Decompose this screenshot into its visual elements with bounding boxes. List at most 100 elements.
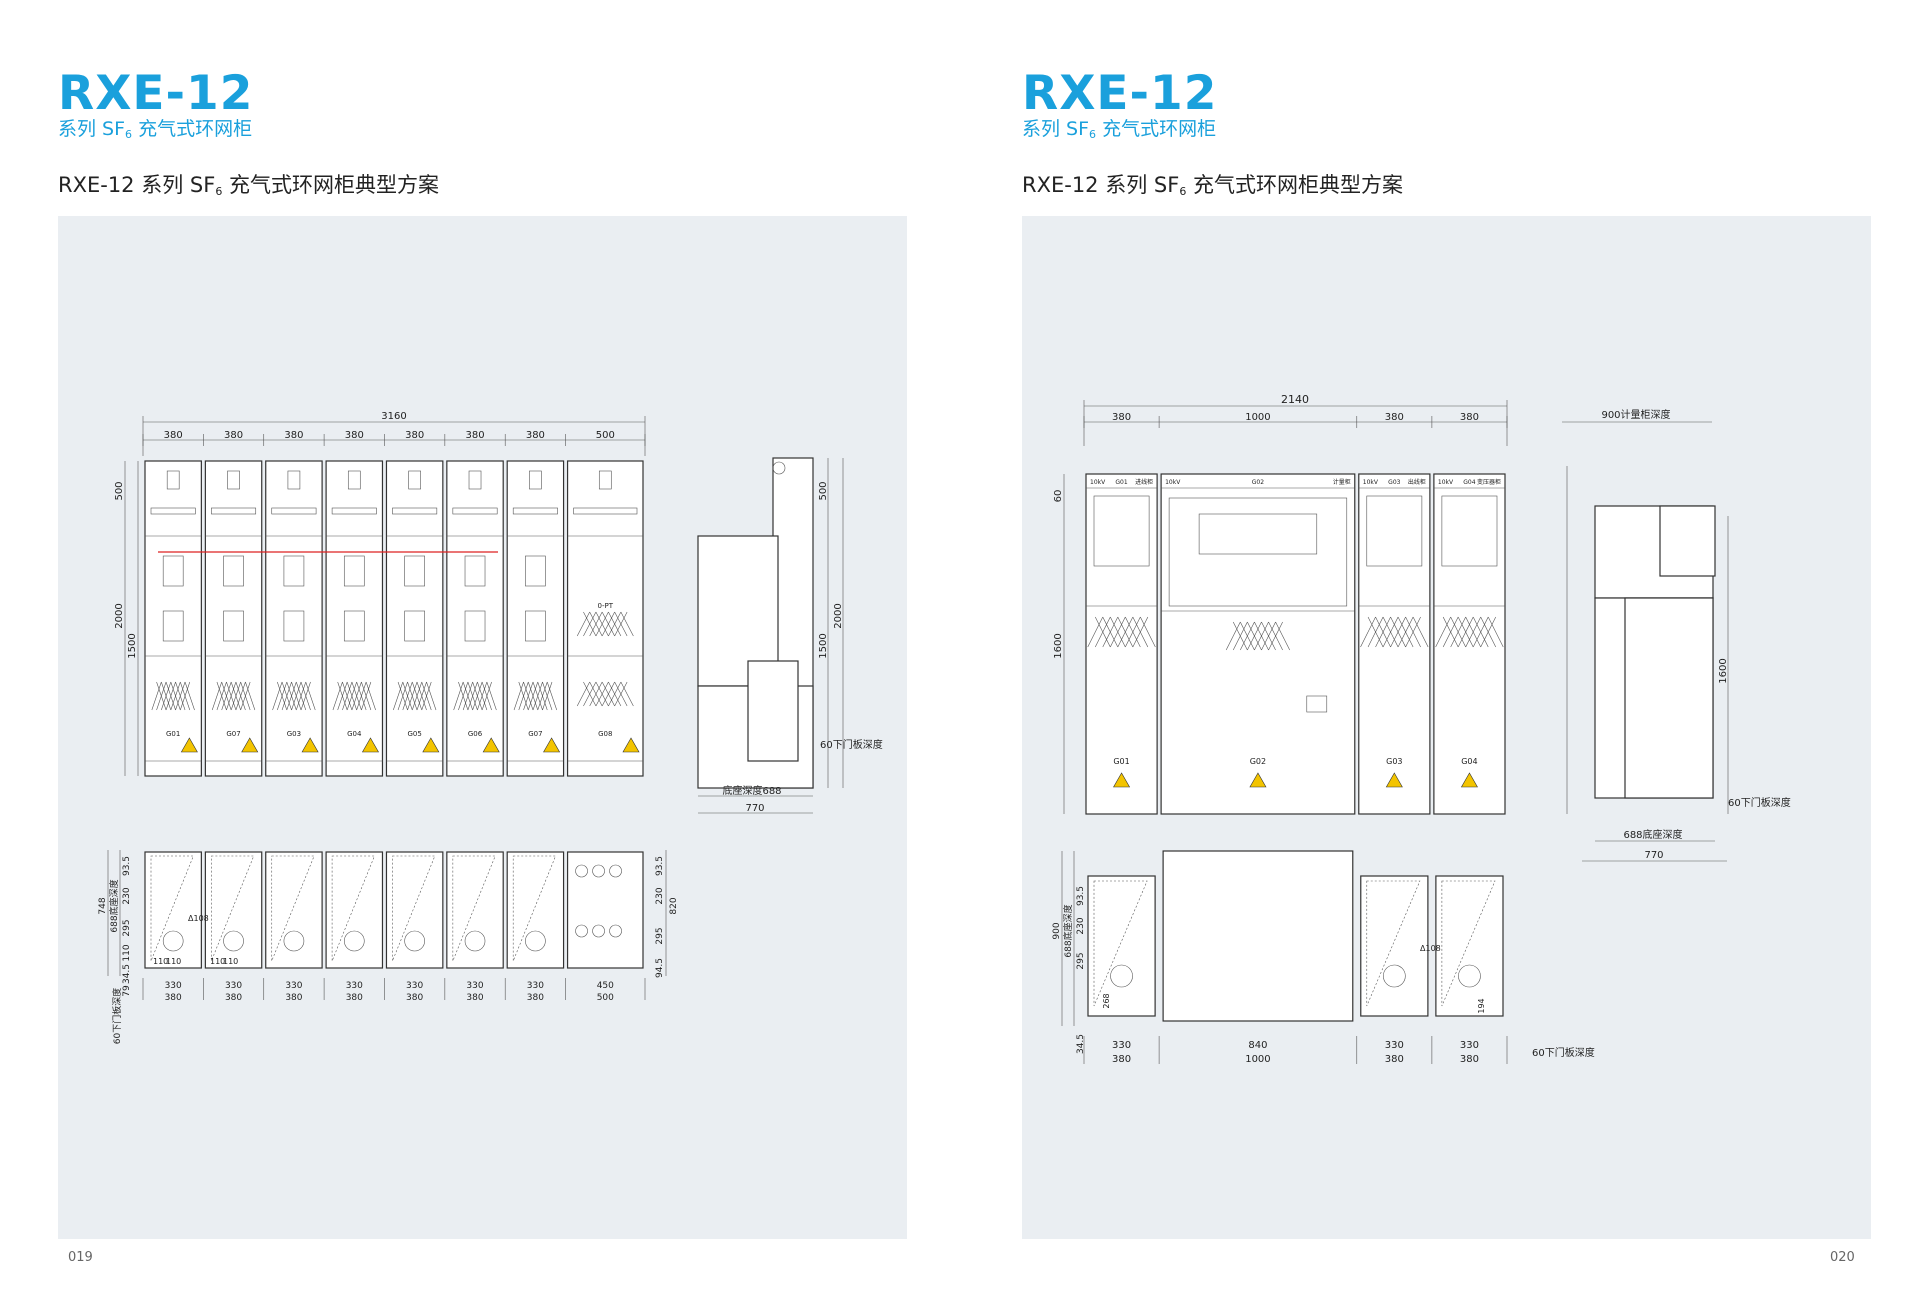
svg-text:底座深度688: 底座深度688 — [722, 784, 781, 797]
dim-plan-inner: 330 — [285, 981, 302, 991]
page-subtitle: 系列 SF6 充气式环网柜 — [58, 118, 253, 141]
hatched-area — [331, 855, 375, 962]
dim-plan-outer: 380 — [165, 993, 182, 1003]
bay-label: G01 — [1113, 757, 1129, 766]
svg-text:34.5: 34.5 — [1076, 1034, 1086, 1054]
page-left: RXE-12 系列 SF6 充气式环网柜 RXE-12 系列 SF6 充气式环网… — [58, 66, 907, 1265]
cabinet-bay: G07 — [506, 460, 565, 777]
svg-text:60下门板深度: 60下门板深度 — [111, 988, 123, 1044]
warning-icon — [482, 737, 500, 753]
dim-bay-width: 380 — [284, 430, 303, 441]
dim-bay-width: 380 — [345, 430, 364, 441]
cabinet-bay: G05 — [385, 460, 444, 777]
svg-text:295: 295 — [655, 927, 665, 944]
bay-header-voltage: 10kV — [1438, 479, 1454, 486]
dim-bay-width: 380 — [526, 430, 545, 441]
vent-grille — [576, 611, 634, 637]
bay-label: G03 — [1386, 757, 1402, 766]
dim-bay-width: 380 — [224, 430, 243, 441]
svg-text:230: 230 — [1076, 917, 1086, 934]
hatched-area — [1441, 880, 1496, 1007]
bay-label: G08 — [598, 730, 612, 738]
cable-hole — [525, 930, 546, 952]
dim-plan-inner: 330 — [1460, 1040, 1479, 1051]
svg-text:2000: 2000 — [114, 603, 125, 628]
page-number: 020 — [1830, 1250, 1855, 1265]
dim-bay-width: 380 — [465, 430, 484, 441]
dim-plan-inner: 330 — [527, 981, 544, 991]
warning-icon — [1385, 772, 1403, 788]
bay-label: G04 — [347, 730, 362, 738]
svg-text:295: 295 — [1076, 952, 1086, 969]
bay-label: G06 — [468, 730, 483, 738]
cable-hole — [404, 930, 425, 952]
bay-header-id: G04 — [1463, 479, 1475, 486]
cable-hole — [609, 864, 622, 878]
svg-text:770: 770 — [1644, 850, 1663, 861]
svg-text:295: 295 — [122, 919, 132, 936]
cable-hole — [1458, 964, 1481, 988]
cabinet-bay: G03 — [265, 460, 323, 777]
svg-text:500: 500 — [114, 481, 125, 500]
cabinet-bay: G06 — [446, 460, 504, 777]
dim-bay-width: 380 — [1385, 412, 1404, 423]
svg-text:110: 110 — [210, 957, 225, 966]
svg-text:820: 820 — [669, 897, 679, 914]
bay-header-voltage: 10kV — [1165, 479, 1181, 486]
cable-hole — [343, 930, 365, 952]
plan-view: 3303803303803303803303803303803303803303… — [98, 850, 679, 1044]
vent-grille — [272, 681, 316, 711]
dim-bay-width: 1000 — [1245, 412, 1270, 423]
bay-label: G02 — [1250, 757, 1266, 766]
dim-plan-outer: 380 — [1385, 1054, 1404, 1065]
hatched-area — [452, 855, 496, 962]
svg-text:2000: 2000 — [833, 603, 844, 628]
section-title: RXE-12 系列 SF6 充气式环网柜典型方案 — [58, 173, 439, 198]
warning-icon — [1113, 772, 1131, 788]
svg-text:230: 230 — [122, 887, 132, 904]
dim-bay-width: 500 — [596, 430, 615, 441]
svg-text:93.5: 93.5 — [1076, 886, 1086, 906]
cable-hole — [223, 930, 244, 952]
hatched-area — [271, 855, 315, 962]
dim-plan-inner: 330 — [225, 981, 242, 991]
dim-plan-outer: 1000 — [1245, 1054, 1270, 1065]
cable-hole — [1110, 964, 1133, 988]
svg-text:900计量柜深度: 900计量柜深度 — [1601, 408, 1670, 421]
vent-grille — [1435, 616, 1504, 648]
cable-hole — [283, 930, 305, 952]
svg-text:60下门板深度: 60下门板深度 — [820, 738, 883, 751]
page-title: RXE-12 — [1022, 66, 1218, 121]
warning-icon — [422, 737, 440, 753]
svg-text:500: 500 — [818, 481, 829, 500]
svg-text:1600: 1600 — [1053, 633, 1064, 658]
dim-plan-inner: 450 — [597, 981, 614, 991]
svg-text:Δ108: Δ108 — [188, 914, 209, 923]
warning-icon — [301, 737, 319, 753]
cabinet-bay: G04 — [325, 460, 384, 777]
dim-plan-inner: 330 — [165, 981, 182, 991]
svg-text:688底座深度: 688底座深度 — [1062, 904, 1074, 957]
page-title: RXE-12 — [58, 66, 254, 121]
hatched-area — [150, 855, 194, 962]
side-elevation: 900计量柜深度 1600 60下门板深度 688底座深度 770 — [1562, 408, 1791, 862]
bay-label: G04 — [1461, 757, 1477, 766]
bay-sub-label: 0-PT — [598, 602, 614, 610]
bay-label: G01 — [166, 730, 180, 738]
dim-plan-outer: 380 — [225, 993, 242, 1003]
svg-text:1500: 1500 — [818, 633, 829, 658]
svg-text:110: 110 — [153, 957, 168, 966]
dim-plan-inner: 330 — [346, 981, 363, 991]
